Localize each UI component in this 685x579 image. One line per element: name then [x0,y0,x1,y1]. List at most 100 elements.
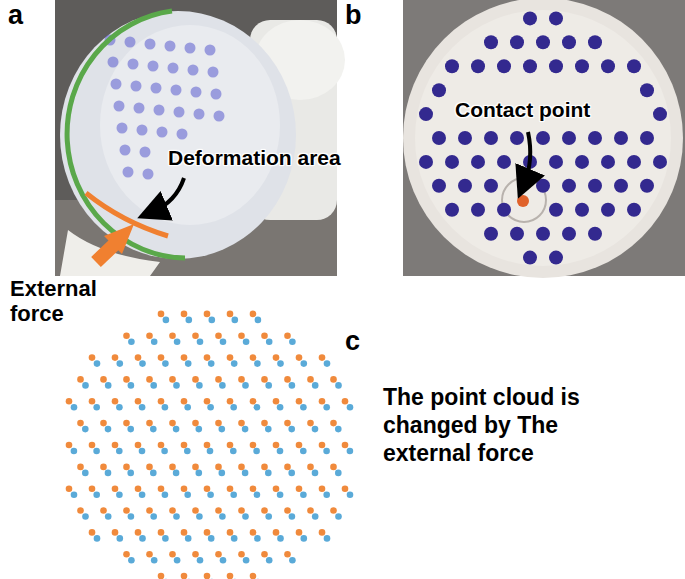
original-point [312,426,319,433]
original-point [219,426,226,433]
original-point [254,491,261,498]
deformed-point [215,376,222,383]
deformed-point [169,333,176,340]
deformed-point [284,551,291,558]
original-point [82,426,89,433]
deformed-point [66,442,73,449]
deformed-point [330,376,337,383]
deformed-point [284,333,291,340]
marker-dot [497,203,511,217]
original-point [242,470,249,477]
marker-dot [562,227,576,241]
marker-dot [627,59,641,73]
deformed-point [284,464,291,471]
marker-dot [120,145,131,156]
deformed-point [112,529,119,536]
marker-dot [157,127,168,138]
deformed-point [169,420,176,427]
original-point [242,426,249,433]
marker-dot [562,35,576,49]
marker-dot [640,131,654,145]
deformed-point [204,311,211,318]
original-point [150,382,157,389]
original-point [173,470,180,477]
original-point [139,535,146,542]
deformed-point [112,485,119,492]
original-point [116,448,123,455]
deformed-point [77,420,84,427]
marker-dot [419,107,433,121]
deformed-point [169,507,176,514]
deformed-point [227,442,234,449]
deformed-point [158,529,165,536]
original-point [312,382,319,389]
deformed-point [238,376,245,383]
marker-dot [510,35,524,49]
original-point [162,535,169,542]
deformed-point [227,573,234,579]
marker-dot [653,155,667,169]
deformed-point [273,529,280,536]
original-point [197,557,204,564]
marker-dot [111,79,122,90]
deformed-point [135,398,142,405]
deformed-point [250,311,257,318]
deformed-point [100,507,107,514]
original-point [289,513,296,520]
original-point [312,513,319,520]
original-point [220,339,227,346]
original-point [163,317,170,324]
deformed-point [215,507,222,514]
deformed-point [100,376,107,383]
original-point [162,360,169,367]
deformed-point [204,442,211,449]
original-point [207,404,214,411]
marker-dot [523,59,537,73]
original-point [300,491,307,498]
original-point [82,382,89,389]
original-point [208,360,215,367]
original-point [230,404,237,411]
deformed-point [261,420,268,427]
deformed-point [250,442,257,449]
original-point [162,404,169,411]
deformed-point [342,442,349,449]
deformed-point [181,311,188,318]
deformed-point [135,529,142,536]
deformed-point [77,464,84,471]
original-point [116,404,123,411]
deformed-point [181,398,188,405]
deformed-point [181,485,188,492]
deformed-point [146,333,153,340]
marker-dot [614,131,628,145]
original-point [173,382,180,389]
marker-dot [601,59,615,73]
marker-dot [432,179,446,193]
deformed-point [158,485,165,492]
deformed-point [112,398,119,405]
contact-surface-arc [67,11,185,258]
original-point [347,448,354,455]
deformed-point [204,354,211,361]
deformed-point [158,573,165,579]
original-point [301,360,308,367]
leader-arrow [524,132,530,184]
deformed-point [181,573,188,579]
marker-dot [536,35,550,49]
original-point [184,404,191,411]
deformed-point [169,551,176,558]
original-point [255,317,262,324]
original-point [117,535,124,542]
original-point [71,448,78,455]
deformed-point [330,507,337,514]
marker-dot [208,67,219,78]
marker-dot [601,155,615,169]
marker-dot [145,39,156,50]
marker-dot [131,81,142,92]
deformed-point [307,376,314,383]
original-point [209,317,216,324]
marker-dot [143,169,154,180]
marker-dot [432,83,446,97]
marker-dot [471,203,485,217]
deformed-point [307,507,314,514]
